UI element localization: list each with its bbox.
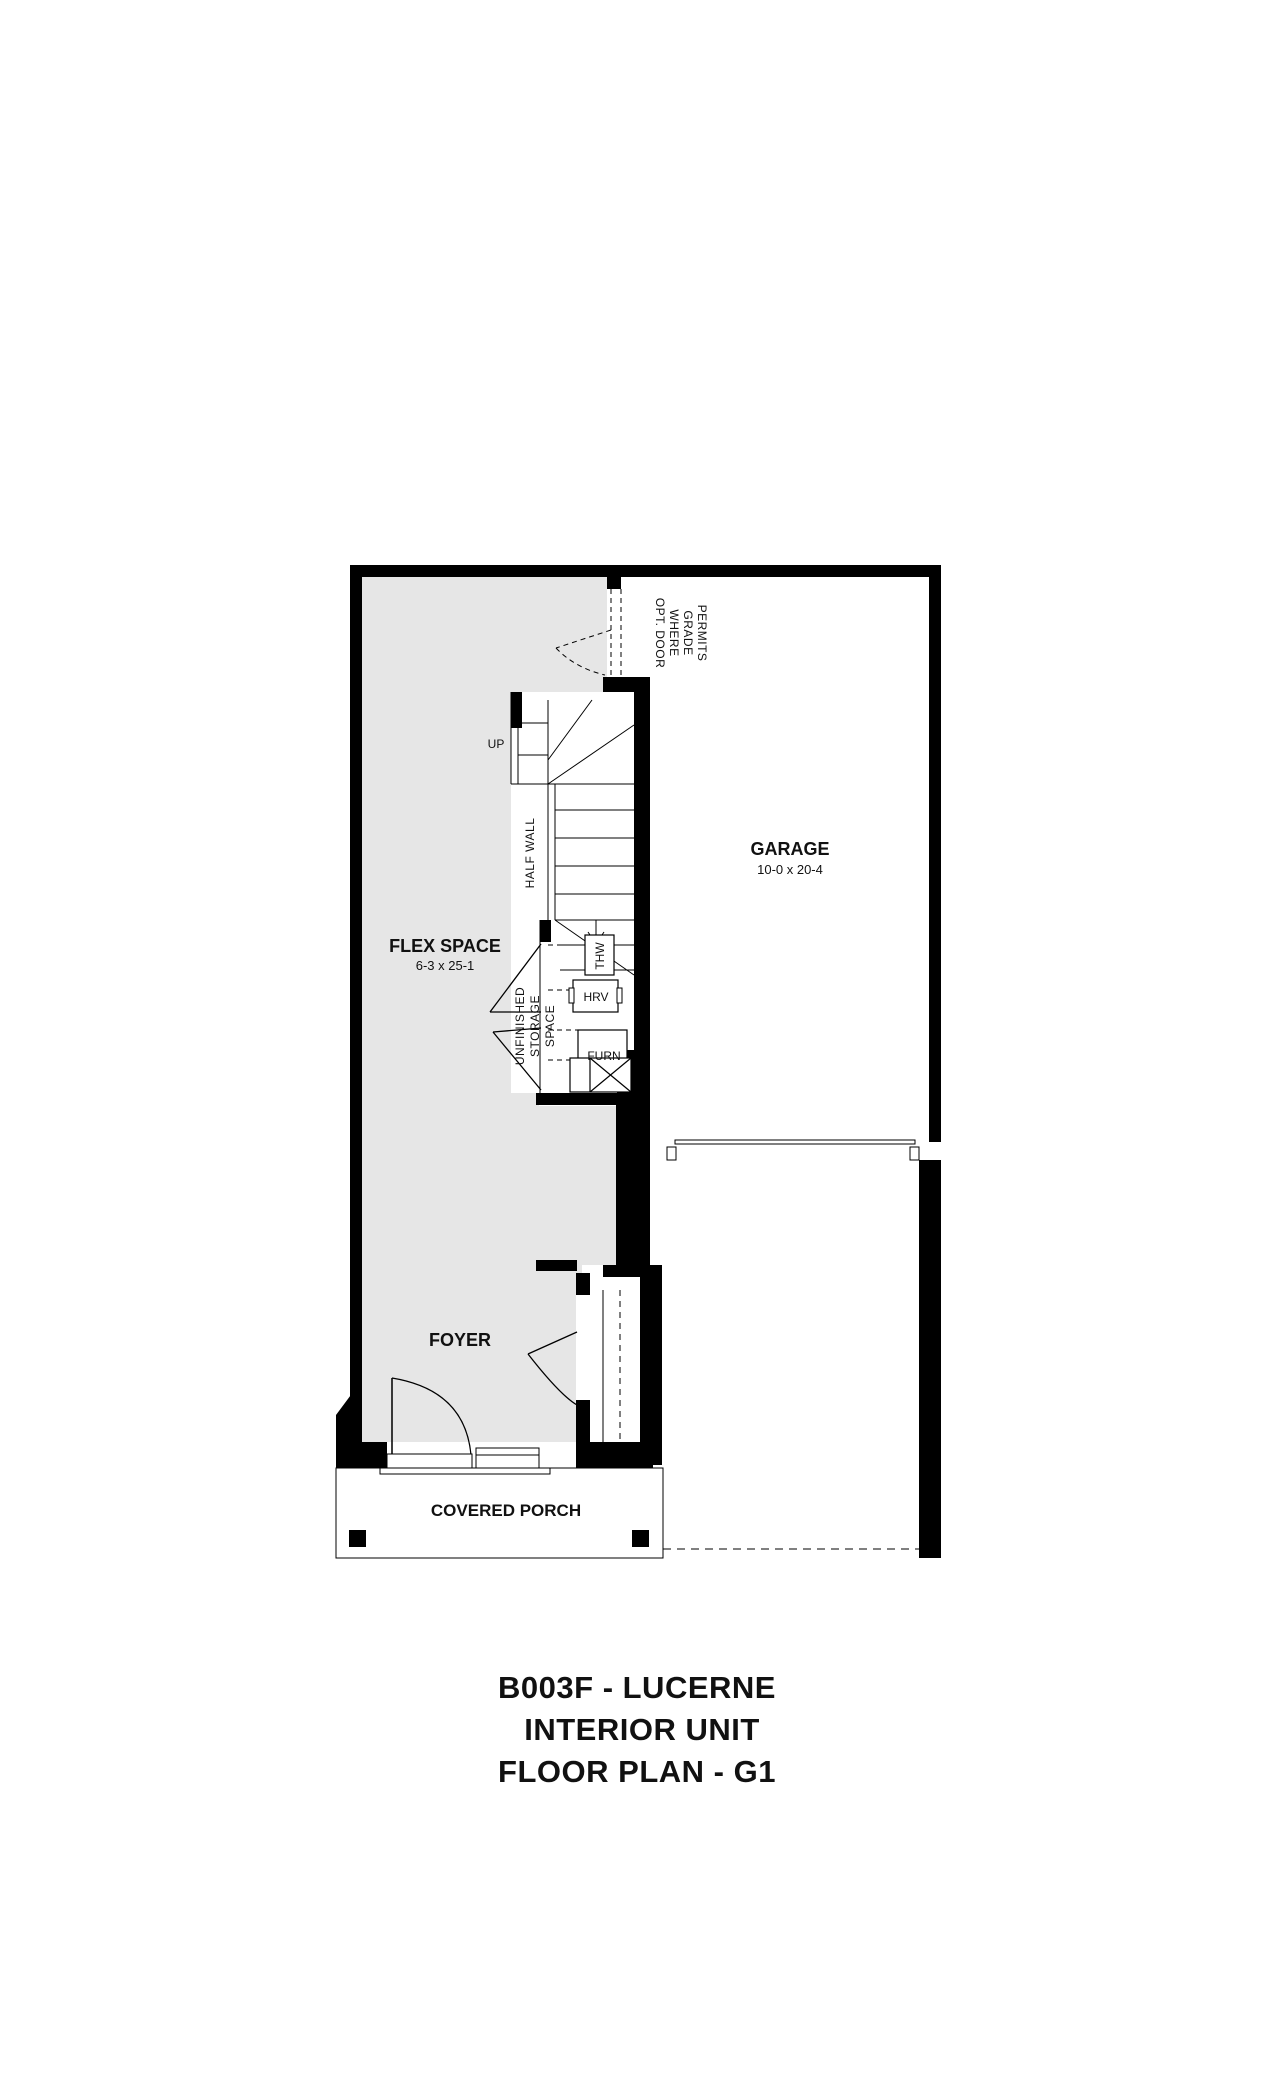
- up-label: UP: [488, 737, 505, 751]
- storage-doors: [489, 943, 542, 1091]
- storage-label-line2: STORAGE: [528, 995, 542, 1057]
- covered-porch-title: COVERED PORCH: [431, 1501, 581, 1520]
- hrv-unit: [568, 979, 623, 1013]
- garage-dims: 10-0 x 20-4: [757, 862, 823, 877]
- foyer-title: FOYER: [429, 1330, 491, 1350]
- flex-space-dims: 6-3 x 25-1: [416, 958, 475, 973]
- flex-space-floor: [362, 577, 617, 1442]
- furn-label: FURN: [587, 1049, 620, 1063]
- optional-door: [555, 589, 622, 677]
- thw-unit: [584, 934, 615, 976]
- foyer-doors: [391, 1331, 578, 1456]
- flex-space-title: FLEX SPACE: [389, 936, 501, 956]
- opt-door-line1: OPT. DOOR: [653, 598, 667, 669]
- furnace-unit: [569, 1029, 632, 1093]
- thw-label: THW: [593, 942, 607, 970]
- caption-line2: INTERIOR UNIT: [524, 1712, 760, 1747]
- foyer-closet: [602, 1290, 621, 1455]
- caption-line3: FLOOR PLAN - G1: [498, 1754, 776, 1789]
- opt-door-line2: WHERE: [667, 609, 681, 656]
- caption-line1: B003F - LUCERNE: [498, 1670, 776, 1705]
- entry-threshold: [379, 1447, 551, 1475]
- storage-label-line3: SPACE: [543, 1005, 557, 1047]
- half-wall-label: HALF WALL: [523, 818, 537, 889]
- storage-label-line1: UNFINISHED: [513, 987, 527, 1065]
- opt-door-line3: GRADE: [681, 610, 695, 655]
- garage-door: [666, 1139, 920, 1161]
- covered-porch: [335, 1467, 919, 1559]
- hrv-label: HRV: [583, 990, 608, 1004]
- garage-title: GARAGE: [750, 839, 829, 859]
- opt-door-line4: PERMITS: [695, 605, 709, 662]
- staircase: [510, 692, 635, 1093]
